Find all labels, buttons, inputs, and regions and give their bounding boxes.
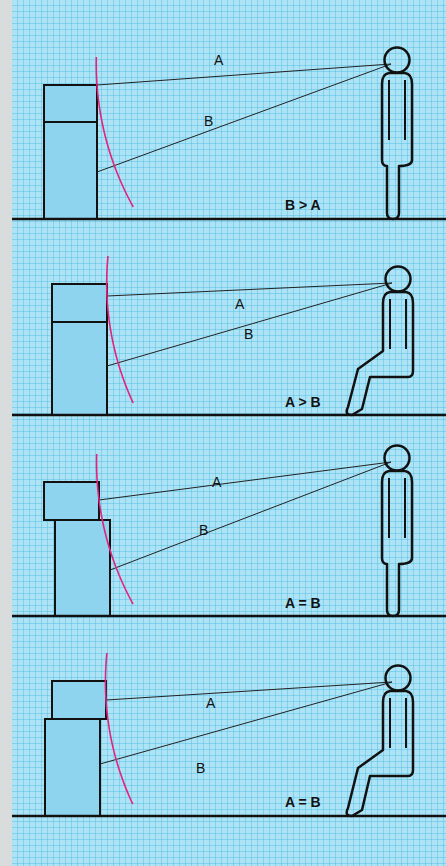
panel	[12, 653, 446, 816]
floor-line	[12, 815, 446, 818]
sight-line	[99, 462, 391, 500]
person-head	[385, 48, 410, 73]
line-label: A	[212, 474, 221, 490]
panel	[12, 48, 446, 220]
floor-line	[12, 414, 446, 417]
cabinet-box	[44, 482, 99, 520]
view-arc	[97, 454, 133, 604]
panel	[12, 446, 446, 617]
cabinet-box	[44, 85, 97, 122]
cabinet-box	[52, 322, 107, 415]
line-label: A	[235, 296, 244, 312]
person-head	[385, 446, 410, 471]
grid-ground	[12, 0, 446, 866]
cabinet-box	[52, 681, 106, 719]
arm-line	[389, 80, 405, 140]
arm-line	[390, 299, 406, 349]
relation-label: B > A	[285, 197, 321, 213]
line-label: B	[244, 326, 253, 342]
panel	[12, 256, 446, 415]
seated-person	[347, 691, 413, 816]
standing-person	[382, 73, 412, 219]
cabinet-box	[55, 520, 110, 616]
view-arc	[107, 256, 133, 403]
line-label: B	[196, 760, 205, 776]
line-label: A	[214, 52, 223, 68]
arm-line	[390, 698, 406, 748]
sight-line	[100, 682, 392, 764]
sight-line	[110, 462, 391, 570]
sight-line	[97, 64, 391, 172]
relation-label: A = B	[285, 794, 321, 810]
relation-label: A > B	[285, 394, 321, 410]
arm-line	[389, 478, 405, 538]
relation-label: A = B	[285, 595, 321, 611]
sight-line	[107, 283, 392, 296]
sight-line	[106, 682, 392, 700]
line-label: B	[204, 113, 213, 129]
person-head	[386, 267, 411, 292]
floor-line	[12, 218, 446, 221]
sight-line	[107, 283, 392, 366]
view-arc	[96, 57, 133, 207]
cabinet-box	[45, 719, 100, 816]
margin-strip	[0, 0, 12, 866]
cabinet-box	[44, 122, 97, 219]
sight-line	[97, 64, 391, 85]
person-head	[386, 666, 411, 691]
floor-line	[12, 615, 446, 618]
standing-person	[382, 471, 412, 616]
cabinet-box	[52, 284, 107, 322]
line-label: B	[199, 522, 208, 538]
view-arc	[105, 653, 132, 804]
line-label: A	[206, 695, 215, 711]
seated-person	[347, 292, 413, 415]
